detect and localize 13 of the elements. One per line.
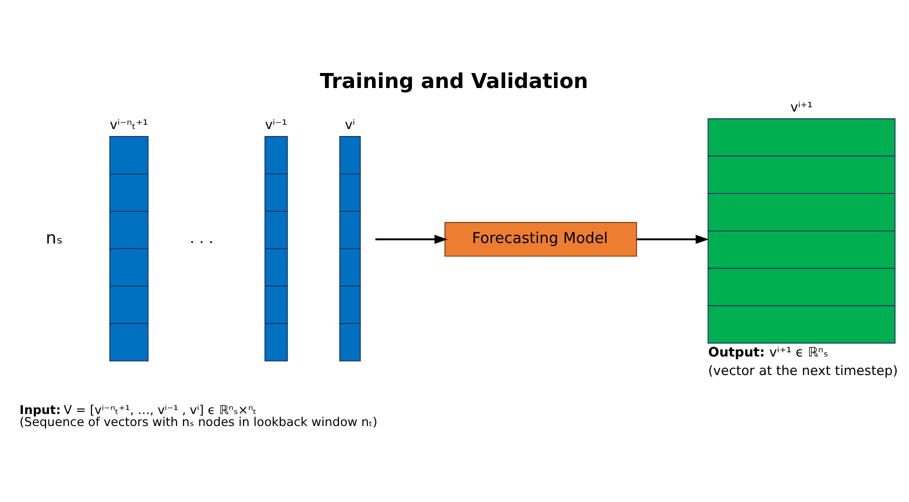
arrow [636,234,709,244]
node-label: vⁱ⁺¹ [790,100,813,115]
node-label: vⁱ [344,118,355,133]
arrow [375,234,448,244]
node-label: vⁱ⁻ⁿₜ⁺¹ [110,118,148,133]
node-label: vⁱ⁻¹ [264,118,288,133]
node-label: Output: vⁱ⁺¹ ϵ ℝⁿₛ [708,344,828,360]
node-label: (vector at the next timestep) [708,364,898,379]
label: Input: V = [vⁱ⁻ⁿₜ⁺¹, …, vⁱ⁻¹ , vⁱ] ϵ ℝⁿₛ×ⁿₜ [20,402,257,417]
label: . . . [190,228,214,246]
diagram-title: Training and Validation [320,68,588,92]
label: nₛ [46,226,63,247]
node-box: Forecasting Model [444,222,638,256]
